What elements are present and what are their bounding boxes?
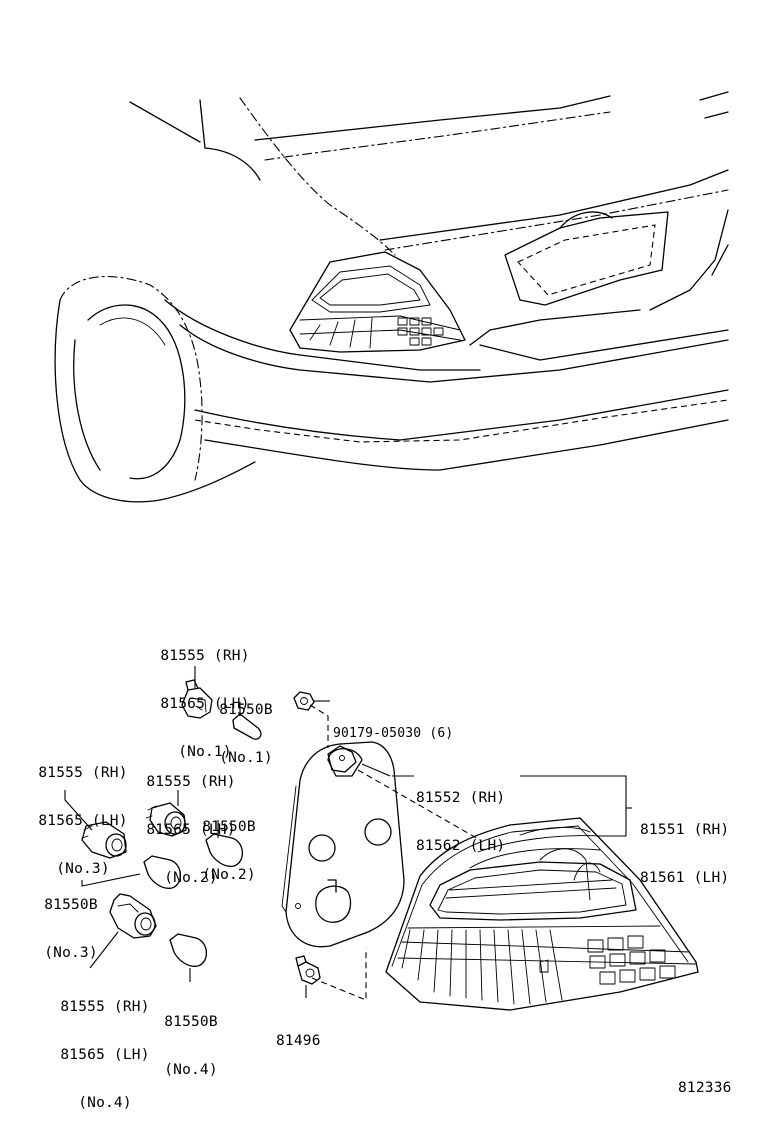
- bulb-no3: [143, 855, 182, 889]
- car-rear-illustration: [54, 91, 729, 503]
- part-position: (No.1): [178, 744, 232, 760]
- part-number-lh: 81561 (LH): [640, 870, 730, 886]
- label-81555-no4: 81555 (RH) 81565 (LH) (No.4): [50, 967, 160, 1127]
- label-81555-no2: 81555 (RH) 81565 (LH) (No.2): [136, 742, 246, 902]
- label-81496: 81496: [276, 1001, 321, 1065]
- part-position: (No.4): [78, 1095, 132, 1111]
- label-90179-05030: 90179-05030 (6): [333, 694, 453, 758]
- bulb-no1: [232, 713, 262, 740]
- label-81550b-no2: 81550B (No.2): [192, 787, 266, 899]
- screw-81496: [295, 955, 321, 985]
- part-number: 81550B: [202, 819, 256, 835]
- label-81550b-no3: 81550B (No.3): [34, 865, 108, 977]
- part-number: 90179-05030 (6): [333, 726, 454, 741]
- part-number-lh: 81565 (LH): [38, 813, 128, 829]
- part-number-rh: 81555 (RH): [60, 999, 150, 1015]
- part-position: (No.3): [56, 861, 110, 877]
- bulb-no4: [169, 933, 208, 967]
- bulb-no2: [205, 833, 244, 867]
- part-number-rh: 81555 (RH): [160, 648, 250, 664]
- socket-no1: [181, 679, 213, 719]
- label-81552: 81552 (RH) 81562 (LH): [416, 758, 505, 870]
- part-position: (No.4): [164, 1062, 218, 1078]
- part-position: (No.1): [219, 750, 273, 766]
- part-number-rh: 81555 (RH): [146, 774, 236, 790]
- label-81550b-no4: 81550B (No.4): [154, 982, 228, 1094]
- socket-no2: [145, 802, 187, 837]
- part-number-lh: 81565 (LH): [146, 822, 236, 838]
- label-81550b-no1: 81550B (No.1): [210, 670, 282, 782]
- leader-lines: [64, 666, 632, 998]
- part-number: 81550B: [164, 1014, 218, 1030]
- part-position: (No.2): [202, 867, 256, 883]
- label-81551: 81551 (RH) 81561 (LH): [640, 790, 729, 902]
- part-number-lh: 81562 (LH): [416, 838, 506, 854]
- part-number: 81550B: [44, 897, 98, 913]
- part-number-lh: 81565 (LH): [60, 1047, 150, 1063]
- part-number: 81496: [276, 1033, 321, 1049]
- part-number-rh: 81552 (RH): [416, 790, 506, 806]
- rear-combination-lamp-81551: [385, 817, 699, 1011]
- part-position: (No.3): [44, 945, 98, 961]
- part-number: 81550B: [219, 702, 273, 718]
- socket-no3: [81, 821, 127, 859]
- lamp-gasket-81552: [281, 741, 405, 948]
- part-number-rh: 81555 (RH): [38, 765, 128, 781]
- assembly-lines: [309, 704, 481, 1001]
- label-81555-no3: 81555 (RH) 81565 (LH) (No.3): [30, 733, 136, 893]
- figure-number: 812336: [678, 1080, 732, 1096]
- label-81555-no1: 81555 (RH) 81565 (LH) (No.1): [150, 616, 260, 776]
- lamp-lens-grid: [587, 935, 676, 985]
- part-position: (No.2): [164, 870, 218, 886]
- nut-90179: [293, 691, 315, 711]
- socket-no4: [109, 893, 157, 939]
- part-number-lh: 81565 (LH): [160, 696, 250, 712]
- part-number-rh: 81551 (RH): [640, 822, 730, 838]
